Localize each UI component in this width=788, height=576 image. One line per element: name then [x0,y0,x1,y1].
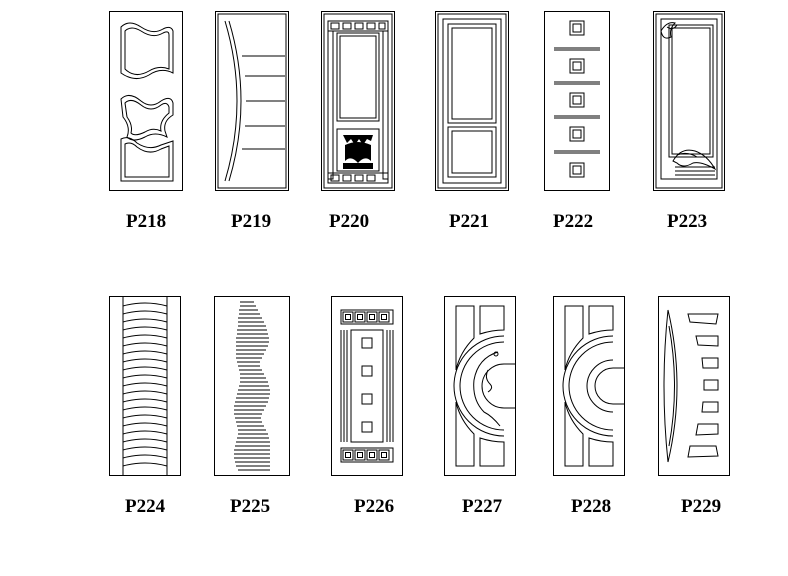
door-p223[interactable] [653,11,725,191]
door-p229[interactable] [658,296,730,476]
door-p218-code: P218 [126,211,167,232]
door-p223-code: P223 [667,211,708,232]
door-p229-code: P229 [681,496,722,517]
door-p218[interactable] [109,11,183,191]
door-p218-drawing [109,11,183,191]
door-p220-drawing [321,11,395,191]
door-p224-drawing [109,296,181,476]
door-p228-drawing [553,296,625,476]
door-p222-drawing [544,11,610,191]
door-p220[interactable] [321,11,395,191]
door-p225-code: P225 [230,496,271,517]
door-p226[interactable] [331,296,403,476]
door-p227[interactable] [444,296,516,476]
door-p224-code: P224 [125,496,166,517]
door-p221-drawing [435,11,509,191]
door-p226-code: P226 [354,496,395,517]
door-p219[interactable] [215,11,289,191]
door-p228[interactable] [553,296,625,476]
door-p224[interactable] [109,296,181,476]
door-p222[interactable] [544,11,610,191]
door-p221-code: P221 [449,211,490,232]
door-p222-code: P222 [553,211,594,232]
door-p226-drawing [331,296,403,476]
door-p229-drawing [658,296,730,476]
door-p220-code: P220 [329,211,370,232]
door-p219-drawing [215,11,289,191]
door-p219-code: P219 [231,211,272,232]
door-p221[interactable] [435,11,509,191]
door-p225-drawing [214,296,290,476]
door-p223-drawing [653,11,725,191]
door-p228-code: P228 [571,496,612,517]
door-p225[interactable] [214,296,290,476]
door-p227-code: P227 [462,496,503,517]
door-p227-drawing [444,296,516,476]
